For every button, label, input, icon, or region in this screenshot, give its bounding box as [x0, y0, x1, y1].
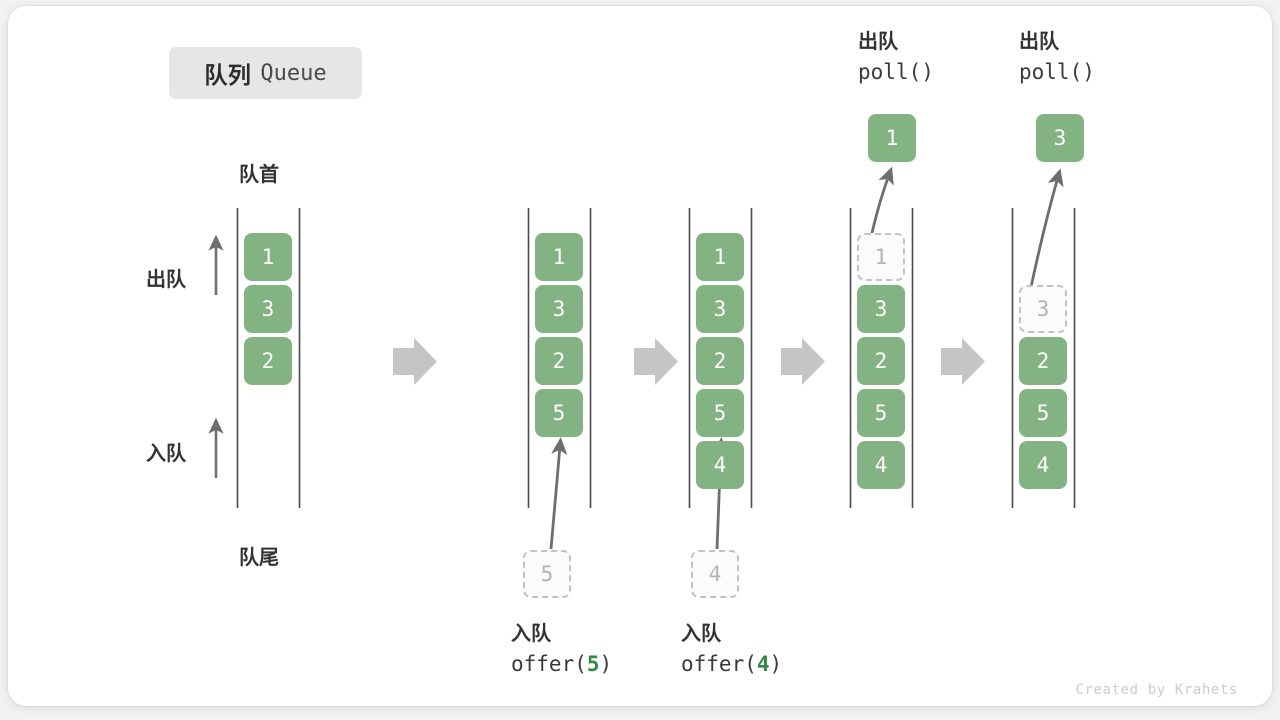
queue-cell: 3: [696, 285, 744, 333]
caption-code: offer(5): [511, 649, 612, 679]
popped-element-3: 3: [1036, 114, 1084, 162]
caption-arg: 5: [586, 652, 600, 676]
transition-arrow-4: [941, 338, 985, 385]
pending-element-5: 5: [523, 550, 571, 598]
queue-cell: 5: [857, 389, 905, 437]
caption-fn-end: ): [599, 652, 613, 676]
queue-cell: 2: [535, 337, 583, 385]
credit-text: Created by Krahets: [1075, 682, 1238, 698]
queue-cell: 4: [1019, 441, 1067, 489]
removed-element-slot: 3: [1019, 285, 1067, 333]
caption-arg: 4: [756, 652, 770, 676]
caption-offer-5: 入队 offer(5): [511, 620, 612, 679]
queue-column-step-5: 3 2 5 4: [1019, 285, 1067, 489]
title-en: Queue: [260, 60, 327, 86]
queue-cell: 1: [535, 233, 583, 281]
queue-cell: 1: [696, 233, 744, 281]
queue-cell: 3: [244, 285, 292, 333]
queue-column-step-4: 1 3 2 5 4: [857, 233, 905, 489]
queue-cell: 2: [696, 337, 744, 385]
queue-cell: 3: [857, 285, 905, 333]
queue-cell: 2: [244, 337, 292, 385]
dequeue-direction-label: 出队: [146, 269, 186, 291]
tail-label: 队尾: [239, 547, 279, 569]
queue-cell: 2: [857, 337, 905, 385]
caption-code: offer(4): [681, 649, 782, 679]
head-label: 队首: [239, 164, 279, 186]
caption-cn: 入队: [681, 623, 721, 645]
caption-cn: 入队: [511, 623, 551, 645]
caption-offer-4: 入队 offer(4): [681, 620, 782, 679]
caption-code: poll(): [858, 60, 934, 84]
queue-column-step-2: 1 3 2 5: [535, 233, 583, 437]
enqueue-motion-arrow-5: [549, 437, 568, 550]
title-cn: 队列: [204, 62, 252, 88]
queue-cell: 4: [696, 441, 744, 489]
dequeue-motion-arrow-3: [1028, 168, 1064, 293]
transition-arrow-1: [393, 338, 437, 385]
pending-element-4: 4: [691, 550, 739, 598]
queue-cell: 5: [696, 389, 744, 437]
dequeue-motion-arrow-1: [868, 166, 894, 243]
caption-code: poll(): [1019, 60, 1095, 84]
caption-poll-1: 出队 poll(): [858, 28, 934, 87]
transition-arrow-3: [781, 338, 825, 385]
queue-cell: 4: [857, 441, 905, 489]
caption-cn: 出队: [858, 31, 898, 53]
queue-column-step-3: 1 3 2 5 4: [696, 233, 744, 489]
transition-arrow-2: [634, 338, 678, 385]
caption-cn: 出队: [1019, 31, 1059, 53]
queue-cell: 2: [1019, 337, 1067, 385]
step-transition-arrows: [393, 338, 985, 385]
queue-cell: 5: [535, 389, 583, 437]
queue-column-step-1: 1 3 2: [244, 233, 292, 385]
queue-cell: 3: [535, 285, 583, 333]
enqueue-direction-label: 入队: [146, 443, 186, 465]
removed-element-slot: 1: [857, 233, 905, 281]
caption-fn: offer(: [511, 652, 587, 676]
caption-fn: offer(: [681, 652, 757, 676]
caption-fn-end: ): [769, 652, 783, 676]
queue-cell: 5: [1019, 389, 1067, 437]
popped-element-1: 1: [868, 114, 916, 162]
caption-poll-3: 出队 poll(): [1019, 28, 1095, 87]
diagram-title-badge: 队列 Queue: [169, 47, 362, 99]
queue-rails: [236, 208, 1076, 508]
queue-cell: 1: [244, 233, 292, 281]
